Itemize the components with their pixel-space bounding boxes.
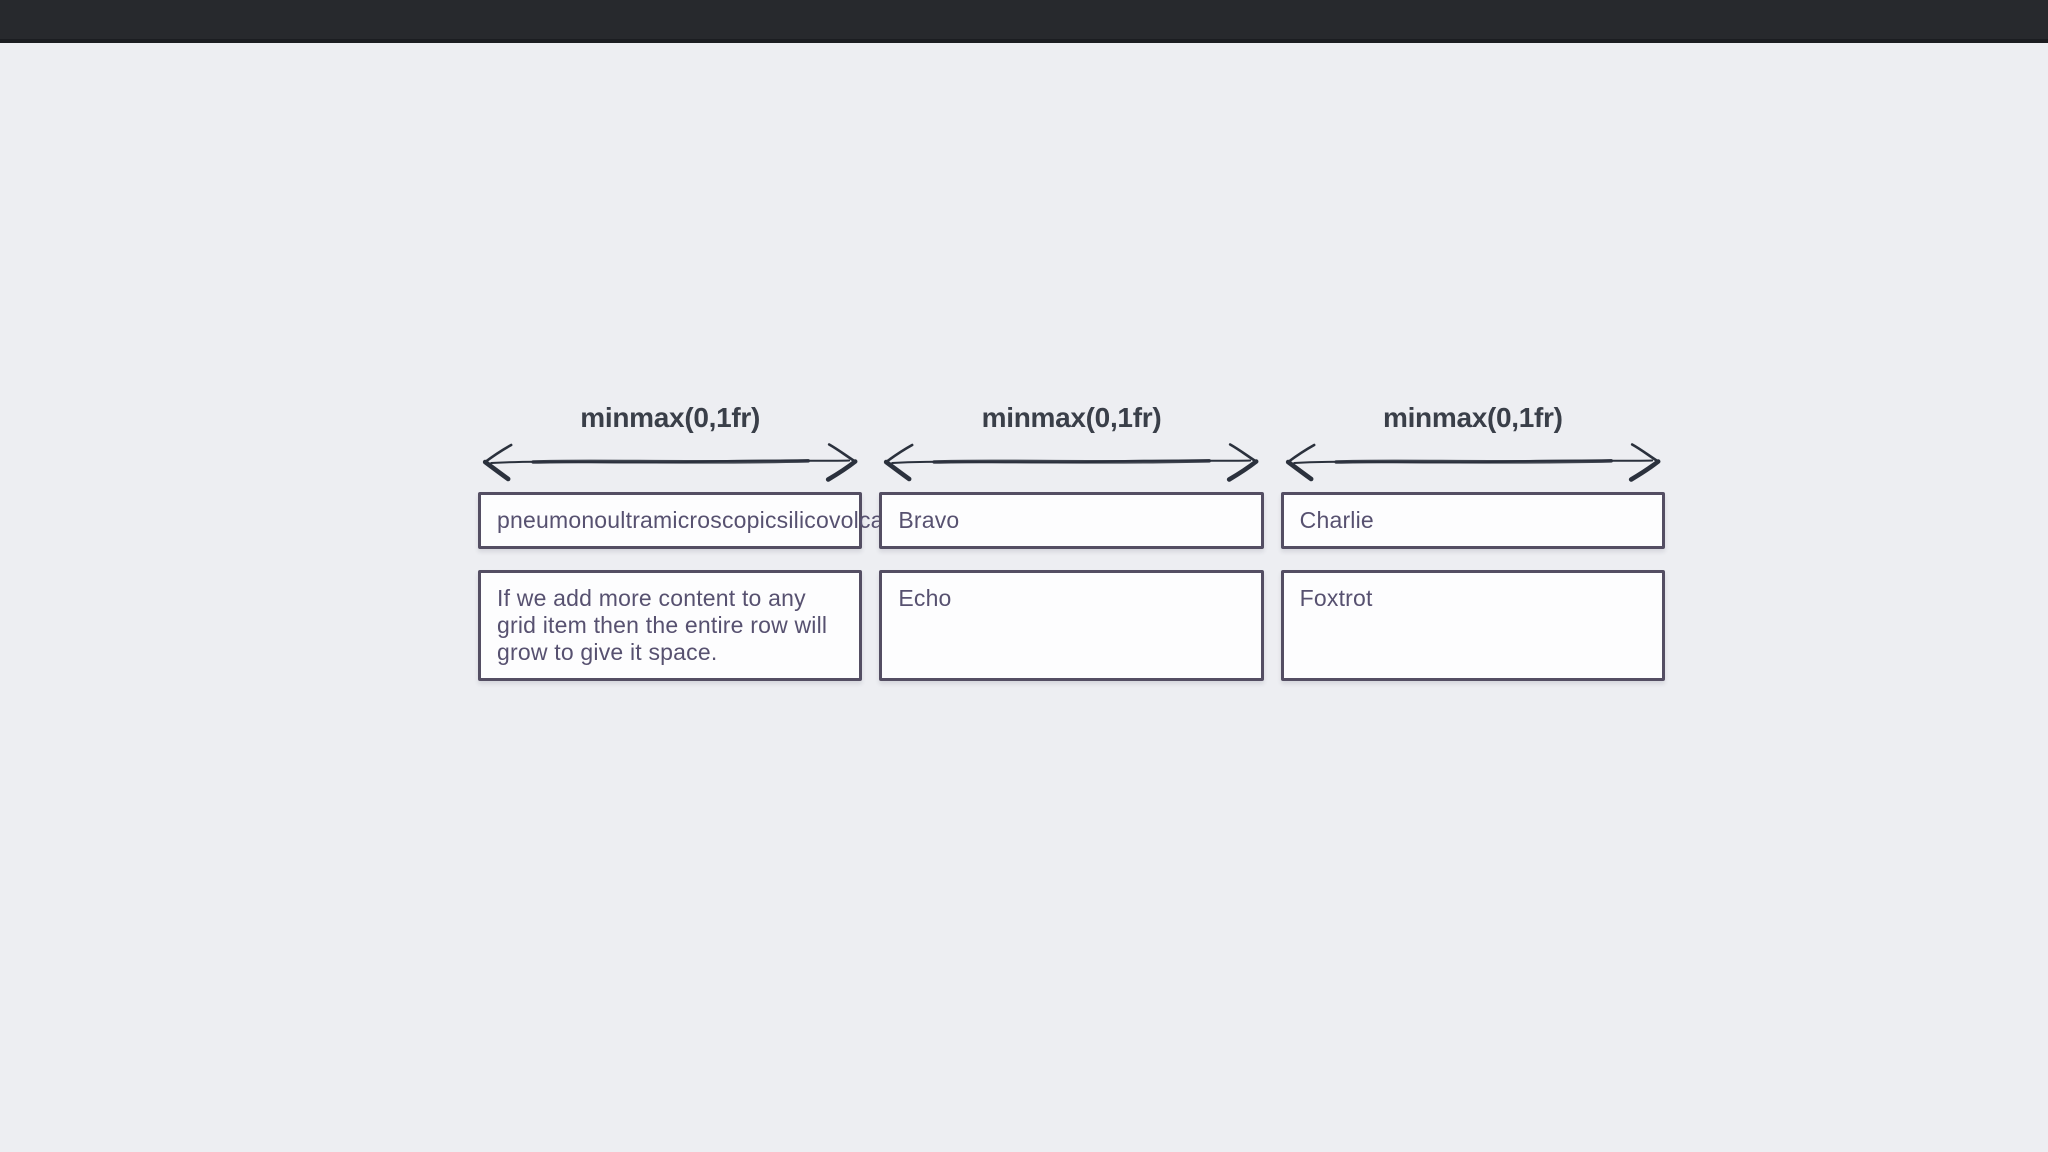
column-label-2: minmax(0,1fr) (981, 402, 1162, 433)
grid-item-echo: Echo (879, 570, 1264, 681)
column-label-3: minmax(0,1fr) (1382, 402, 1563, 433)
grid-item-charlie: Charlie (1280, 492, 1665, 549)
double-arrow-icon (482, 443, 858, 482)
column-width-arrow-3 (1281, 441, 1665, 483)
double-arrow-icon (1285, 443, 1661, 482)
top-bar (0, 0, 2048, 43)
column-width-arrow-2 (879, 441, 1263, 483)
grid-demo-stage: minmax(0,1fr) minmax(0,1fr) minmax(0,1fr… (478, 401, 1665, 681)
double-arrow-icon (884, 443, 1259, 482)
column-width-arrow-1 (478, 441, 862, 483)
grid-item-long-word: pneumonoultramicroscopicsilicovolcanocon… (478, 492, 994, 549)
minmax-demo-grid: minmax(0,1fr) minmax(0,1fr) minmax(0,1fr… (478, 401, 1665, 681)
grid-item-paragraph: If we add more content to any grid item … (478, 570, 863, 681)
column-label-1: minmax(0,1fr) (580, 402, 761, 433)
grid-item-foxtrot: Foxtrot (1280, 570, 1665, 681)
grid-item-bravo: Bravo (879, 492, 1264, 549)
